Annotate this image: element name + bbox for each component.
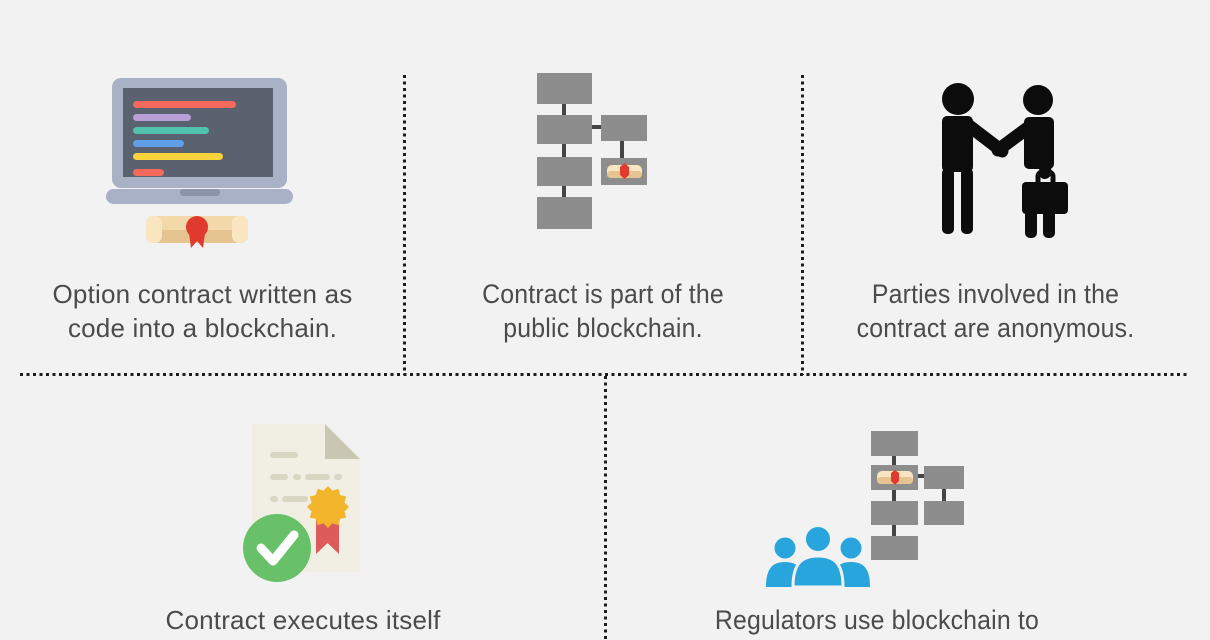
laptop-code-contract-icon xyxy=(106,78,293,248)
dotted-divider-vertical-2 xyxy=(801,75,804,375)
right-person-with-briefcase xyxy=(991,85,1068,238)
caption-line: Contract executes itself xyxy=(165,605,441,635)
left-person xyxy=(942,83,1009,234)
award-rosette xyxy=(307,486,349,528)
check-circle xyxy=(243,514,311,582)
caption-contract-executes: Contract executes itself xyxy=(0,603,606,637)
dotted-divider-vertical-3 xyxy=(604,376,607,640)
dotted-divider-horizontal xyxy=(20,373,1188,376)
blockchain-mini-flowchart xyxy=(871,431,964,560)
blockchain-flowchart-icon xyxy=(537,73,647,229)
caption-line: contract are anonymous. xyxy=(856,313,1135,343)
dotted-divider-vertical-1 xyxy=(403,75,406,375)
contract-scroll xyxy=(146,216,248,248)
caption-line: Option contract written as xyxy=(52,279,353,309)
briefcase xyxy=(1022,182,1068,214)
caption-anonymous-parties: Parties involved in the contract are ano… xyxy=(817,277,1175,345)
contract-node-scroll xyxy=(877,470,913,485)
handshake-silhouette-icon xyxy=(942,83,1068,238)
caption-line: Regulators use blockchain to xyxy=(714,605,1040,635)
caption-option-contract: Option contract written as code into a b… xyxy=(0,277,405,345)
award-ribbon xyxy=(316,515,339,554)
approved-contract-document-icon xyxy=(243,424,360,582)
caption-line: public blockchain. xyxy=(503,313,703,343)
folded-corner xyxy=(325,424,360,459)
regulators-blockchain-icon xyxy=(766,431,964,589)
briefcase-handle xyxy=(1035,169,1056,185)
checkmark-icon xyxy=(256,530,299,566)
caption-public-blockchain: Contract is part of the public blockchai… xyxy=(421,277,785,345)
caption-line: Parties involved in the xyxy=(871,279,1120,309)
caption-line: code into a blockchain. xyxy=(67,313,338,343)
regulators-group xyxy=(766,524,870,589)
caption-line: Contract is part of the xyxy=(482,279,724,309)
caption-regulators: Regulators use blockchain to xyxy=(626,603,1128,637)
contract-node-scroll xyxy=(607,163,642,179)
